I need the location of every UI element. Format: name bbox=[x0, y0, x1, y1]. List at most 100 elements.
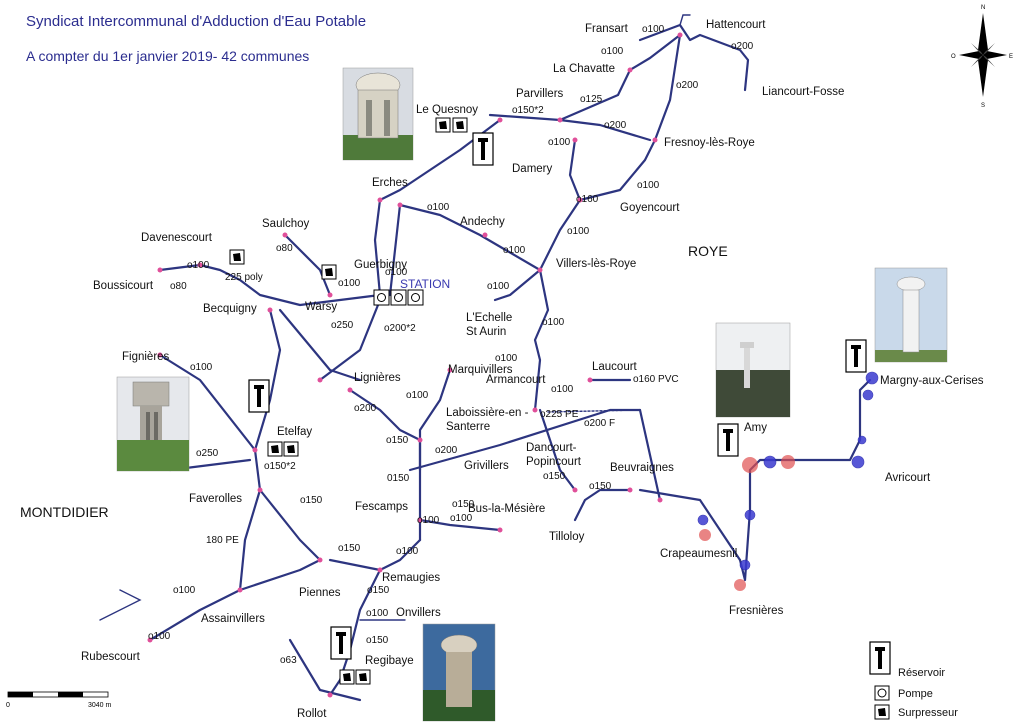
node bbox=[627, 487, 633, 493]
pipe-label: o100 bbox=[551, 384, 574, 395]
pompe-icon bbox=[407, 289, 424, 306]
pipe-hattencourt-fresnoy bbox=[653, 33, 682, 142]
commune-label: Etelfay bbox=[277, 426, 312, 438]
pipe-label: o100 bbox=[567, 226, 590, 237]
pipe-label: o150 bbox=[338, 543, 361, 554]
reservoir-icon bbox=[472, 132, 494, 166]
pipe-lignieres-grivillers bbox=[348, 388, 422, 442]
commune-label: Remaugies bbox=[382, 572, 440, 584]
commune-label: Popincourt bbox=[526, 456, 582, 468]
node bbox=[377, 567, 383, 573]
node bbox=[417, 437, 423, 443]
commune-label: Villers-lès-Roye bbox=[556, 258, 636, 270]
cluster-avricourt bbox=[851, 455, 865, 469]
pipe-label: o100 bbox=[148, 631, 171, 642]
commune-label: Bus-la-Mésière bbox=[468, 503, 545, 515]
node bbox=[327, 292, 333, 298]
pipe-label: o150 bbox=[366, 635, 389, 646]
reservoir-icon bbox=[845, 339, 867, 373]
pipe-beuvraignes-crapeaumesnil bbox=[638, 488, 742, 562]
commune-label: Regibaye bbox=[365, 655, 414, 667]
pompe-icon bbox=[874, 685, 890, 701]
commune-label: Warsy bbox=[305, 301, 337, 313]
commune-label: Hattencourt bbox=[706, 19, 766, 31]
node bbox=[482, 232, 488, 238]
surpresseur-icon bbox=[355, 669, 371, 685]
pipe-label: o80 bbox=[170, 281, 187, 292]
commune-label: Fignières bbox=[122, 351, 170, 363]
node bbox=[497, 117, 503, 123]
pipe-etelfay-faverolles bbox=[253, 448, 262, 492]
pompe-icon bbox=[373, 289, 390, 306]
pipe-fignieres-etelfay bbox=[158, 353, 257, 452]
pipe-remaugies bbox=[328, 538, 422, 572]
commune-label: Armancourt bbox=[486, 374, 546, 386]
commune-label: Damery bbox=[512, 163, 553, 175]
pipe-label: o150*2 bbox=[512, 105, 544, 116]
node bbox=[237, 587, 243, 593]
commune-label: Crapeaumesnil bbox=[660, 548, 737, 560]
commune-label: Laucourt bbox=[592, 361, 638, 373]
legend-pompe: Pompe bbox=[898, 688, 933, 700]
commune-label: L'Echelle bbox=[466, 312, 512, 324]
commune-label: Assainvillers bbox=[201, 613, 265, 625]
cluster-crapeaumesnil bbox=[744, 509, 756, 521]
commune-label: Amy bbox=[744, 422, 767, 434]
node bbox=[577, 197, 583, 203]
surpresseur-icon bbox=[283, 441, 299, 457]
pipe-armancourt-dancourt bbox=[538, 408, 577, 492]
node bbox=[252, 447, 258, 453]
pipe-label: o150 bbox=[452, 499, 475, 510]
compass-o: O bbox=[951, 54, 956, 60]
legend-surpresseur: Surpresseur bbox=[898, 707, 958, 719]
commune-label: Boussicourt bbox=[93, 280, 154, 292]
commune-label: Goyencourt bbox=[620, 202, 680, 214]
compass-s: S bbox=[981, 103, 985, 109]
cluster-amy bbox=[742, 457, 758, 473]
commune-label: Grivillers bbox=[464, 460, 509, 472]
pipe-label: o150 bbox=[367, 585, 390, 596]
pipe-label: o200 bbox=[604, 120, 627, 131]
commune-label: Andechy bbox=[460, 216, 505, 228]
compass-rose: N S E O bbox=[951, 5, 1013, 109]
pipe-rollot bbox=[288, 638, 362, 702]
node bbox=[197, 262, 203, 268]
commune-label: Parvillers bbox=[516, 88, 564, 100]
pipe-labels: o100 o200 o100 o125 o150*2 o200 o100 o20… bbox=[148, 24, 754, 666]
compass-n: N bbox=[981, 5, 985, 11]
pipe-assainvillers-piennes bbox=[238, 558, 322, 592]
pipe-label: 180 PE bbox=[206, 535, 239, 546]
pipe-label: o225 PE bbox=[540, 409, 579, 420]
pipe-label: o150 bbox=[543, 471, 566, 482]
node bbox=[347, 387, 353, 393]
pipe-label: o150 bbox=[386, 435, 409, 446]
photo-regibaye bbox=[422, 623, 496, 722]
cluster-margny bbox=[862, 389, 874, 401]
commune-label: Marquivillers bbox=[448, 364, 513, 376]
cluster-amy bbox=[781, 455, 795, 469]
commune-label: Lignières bbox=[354, 372, 401, 384]
reservoir-icon bbox=[248, 379, 270, 413]
node bbox=[677, 32, 683, 38]
surpresseur-icon bbox=[229, 249, 245, 265]
pipe-label: o100 bbox=[396, 546, 419, 557]
cluster-avricourt bbox=[857, 435, 867, 445]
node bbox=[267, 307, 273, 313]
scale-start: 0 bbox=[6, 702, 10, 709]
pipe-label: o100 bbox=[637, 180, 660, 191]
pipe-becquigny-etelfay bbox=[253, 308, 282, 452]
pipe-hattencourt-branch bbox=[679, 14, 691, 26]
pompe-icon bbox=[390, 289, 407, 306]
node bbox=[317, 377, 323, 383]
node bbox=[397, 202, 403, 208]
pipe-parvillers-fresnoy bbox=[558, 118, 652, 142]
pipe-label: o100 bbox=[366, 608, 389, 619]
cluster-fresnieres bbox=[734, 579, 746, 591]
reservoir-icon bbox=[869, 641, 891, 675]
pipe-label: o100 bbox=[385, 267, 408, 278]
node bbox=[657, 497, 663, 503]
node bbox=[557, 117, 563, 123]
node bbox=[572, 487, 578, 493]
node bbox=[537, 267, 543, 273]
